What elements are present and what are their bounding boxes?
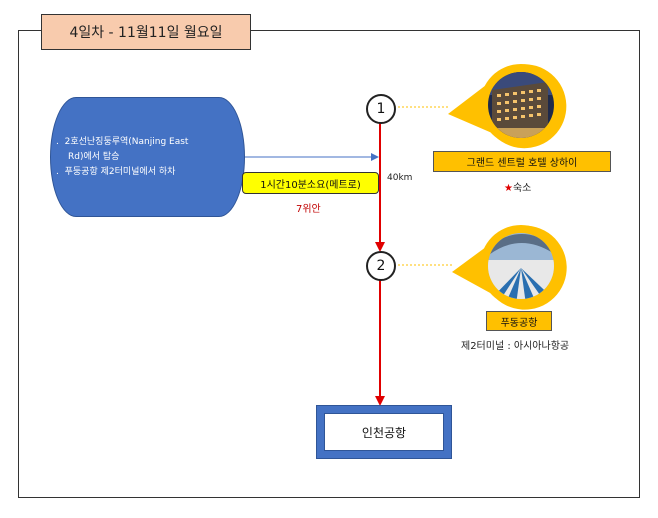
transit-fare: 7위안 <box>296 204 321 215</box>
stop-2-note: 제2터미널 : 아시아나항공 <box>461 341 570 352</box>
stop-1-marker: 1 <box>366 94 396 124</box>
star-icon: ★ <box>504 183 513 194</box>
page-title: 4일차 - 11월11일 월요일 <box>41 14 251 50</box>
origin-instructions: . 2호선난징둥루역(Nanjing East Rd)에서 탑승 . 푸둥공항 … <box>56 135 236 180</box>
diagram-frame <box>18 30 640 498</box>
destination-label: 인천공항 <box>361 425 407 440</box>
airport-photo-callout <box>452 225 567 310</box>
hotel-photo-callout <box>448 64 567 149</box>
transit-distance: 40km <box>387 173 413 183</box>
origin-line-1: . 2호선난징둥루역(Nanjing East <box>56 137 189 147</box>
stop-2-label: 푸동공항 <box>486 311 552 331</box>
destination-inner: 인천공항 <box>324 413 444 451</box>
stop-1-note: ★숙소 <box>504 183 532 194</box>
destination-box: 인천공항 <box>316 405 452 459</box>
stop-2-marker: 2 <box>366 251 396 281</box>
origin-station-shape <box>50 97 245 217</box>
page-title-text: 4일차 - 11월11일 월요일 <box>69 25 223 41</box>
transit-duration-badge: 1시간10분소요(메트로) <box>242 172 379 194</box>
stop-1-label: 그랜드 센트럴 호텔 상하이 <box>433 151 611 172</box>
origin-line-3: . 푸둥공항 제2터미널에서 하차 <box>56 167 176 177</box>
origin-line-2: Rd)에서 탑승 <box>68 152 120 162</box>
